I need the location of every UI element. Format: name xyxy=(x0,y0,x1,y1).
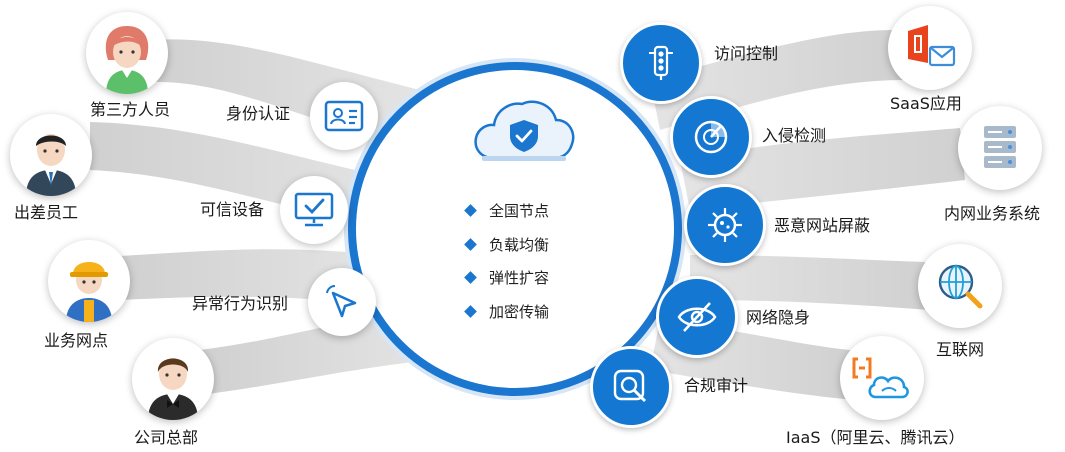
cloud-vendor-icon xyxy=(852,357,909,399)
trusted-monitor-icon xyxy=(294,192,334,227)
cursor-click-icon xyxy=(326,284,357,318)
diamond-bullet-icon xyxy=(464,271,477,284)
resource-node xyxy=(840,336,924,420)
access-check-node xyxy=(280,176,348,244)
hub-feature: 负载均衡 xyxy=(464,234,549,255)
cloud-shield-icon xyxy=(474,100,575,161)
protection-label: 入侵检测 xyxy=(762,126,827,145)
resource-node xyxy=(958,106,1042,190)
user-label: 业务网点 xyxy=(44,331,109,350)
protection-label: 合规审计 xyxy=(684,376,749,395)
resource-label: SaaS应用 xyxy=(890,94,962,113)
diamond-bullet-icon xyxy=(464,204,477,217)
band-internet xyxy=(690,255,930,310)
globe-search-icon xyxy=(938,264,983,309)
protection-node xyxy=(684,184,766,266)
hub-feature: 弹性扩容 xyxy=(464,267,549,288)
executive-icon xyxy=(132,338,214,420)
user-label: 第三方人员 xyxy=(90,100,171,119)
id-card-icon xyxy=(324,100,364,132)
user-label: 出差员工 xyxy=(14,203,79,222)
protection-node xyxy=(656,276,738,358)
protection-label: 恶意网站屏蔽 xyxy=(774,216,871,235)
access-check-label: 可信设备 xyxy=(200,200,265,219)
traffic-light-icon xyxy=(649,45,673,80)
protection-node xyxy=(590,346,672,428)
protection-node xyxy=(670,96,752,178)
access-check-label: 身份认证 xyxy=(226,104,291,123)
resource-label: 互联网 xyxy=(936,340,985,359)
virus-icon xyxy=(708,208,742,242)
female-staff-icon xyxy=(86,12,168,94)
resource-label: 内网业务系统 xyxy=(944,204,1041,223)
access-check-label: 异常行为识别 xyxy=(192,294,289,313)
businessman-icon xyxy=(10,114,92,196)
user-label: 公司总部 xyxy=(134,428,199,447)
resource-node xyxy=(888,6,972,90)
diamond-bullet-icon xyxy=(464,238,477,251)
hub-circle xyxy=(348,62,682,396)
audit-search-icon xyxy=(613,369,647,403)
protection-label: 访问控制 xyxy=(714,44,779,63)
access-check-node xyxy=(310,82,378,150)
radar-icon xyxy=(694,120,728,154)
access-check-node xyxy=(308,268,376,336)
band-hq xyxy=(200,310,430,395)
protection-label: 网络隐身 xyxy=(746,308,811,327)
server-rack-icon xyxy=(984,126,1016,168)
protection-node xyxy=(620,22,702,104)
resource-label: IaaS（阿里云、腾讯云） xyxy=(786,428,965,447)
band-intranet xyxy=(680,128,965,210)
hub-feature: 全国节点 xyxy=(464,200,549,221)
hub-feature: 加密传输 xyxy=(464,301,549,322)
eye-off-icon xyxy=(677,302,717,332)
resource-node xyxy=(918,244,1002,328)
office-mail-icon xyxy=(908,25,956,67)
diamond-bullet-icon xyxy=(464,305,477,318)
worker-helmet-icon xyxy=(48,240,130,322)
